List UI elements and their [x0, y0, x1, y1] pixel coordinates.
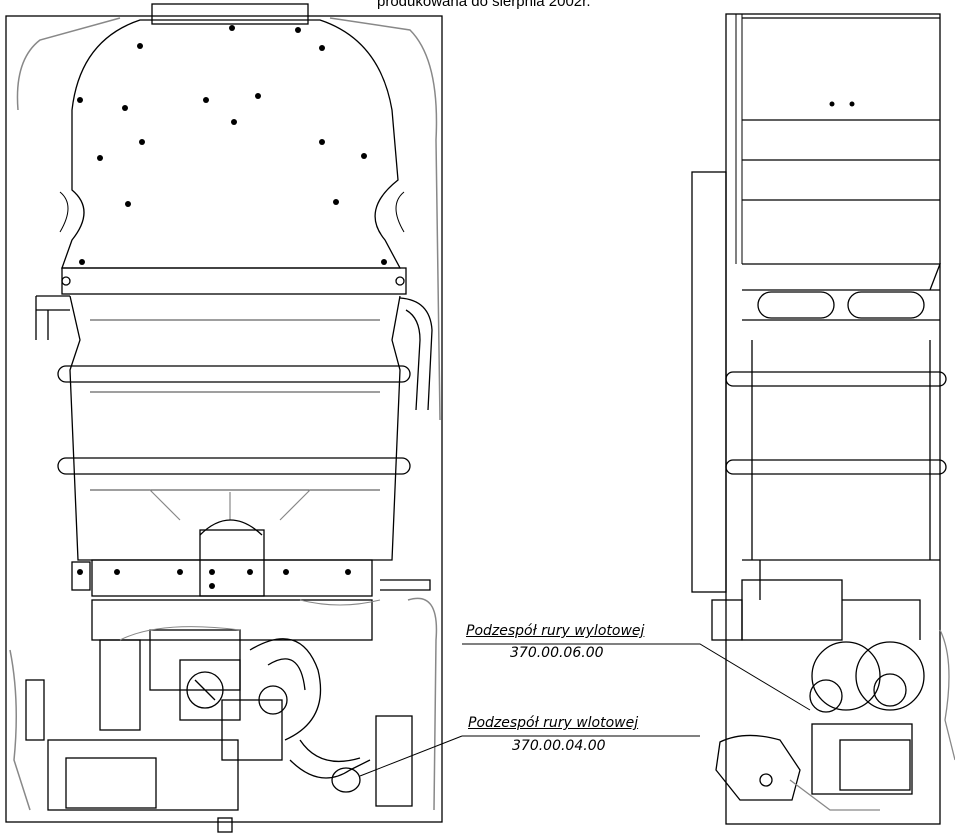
outlet-assembly-label: Podzespół rury wylotowej [466, 623, 644, 639]
burner-assembly [91, 559, 373, 597]
front-view [5, 3, 443, 833]
coil-ring [57, 365, 411, 383]
control-knob [186, 671, 224, 709]
outlet-assembly-code: 370.00.06.00 [510, 645, 604, 661]
outlet-pipe [249, 638, 322, 741]
side-inlet [715, 734, 801, 801]
outlet-assembly-code-label: 370.00.06.00 [510, 645, 604, 661]
side-casing [725, 13, 941, 825]
casing-outline [5, 15, 443, 823]
hood-rivets [77, 25, 387, 265]
flue-collar [151, 3, 309, 25]
inlet-assembly-code-label: 370.00.04.00 [512, 738, 606, 754]
side-valve-left [811, 641, 881, 711]
leader-lines [359, 643, 811, 777]
outlet-assembly-name: Podzespół rury wylotowej [466, 623, 645, 639]
side-view [691, 13, 955, 825]
coil-ring [57, 457, 411, 475]
inlet-pipe [289, 739, 371, 779]
outlet-leader [462, 643, 811, 711]
inlet-leader [359, 735, 463, 777]
inlet-assembly-code: 370.00.04.00 [512, 738, 606, 754]
inlet-assembly-label: Podzespół rury wlotowej [468, 715, 638, 731]
casing-contour [16, 17, 441, 421]
inlet-assembly-name: Podzespół rury wlotowej [468, 715, 639, 731]
draft-hood [61, 19, 402, 269]
drawing-caption: produkowana do sierpnia 2002r. [377, 0, 591, 10]
side-valve-right [855, 641, 925, 711]
